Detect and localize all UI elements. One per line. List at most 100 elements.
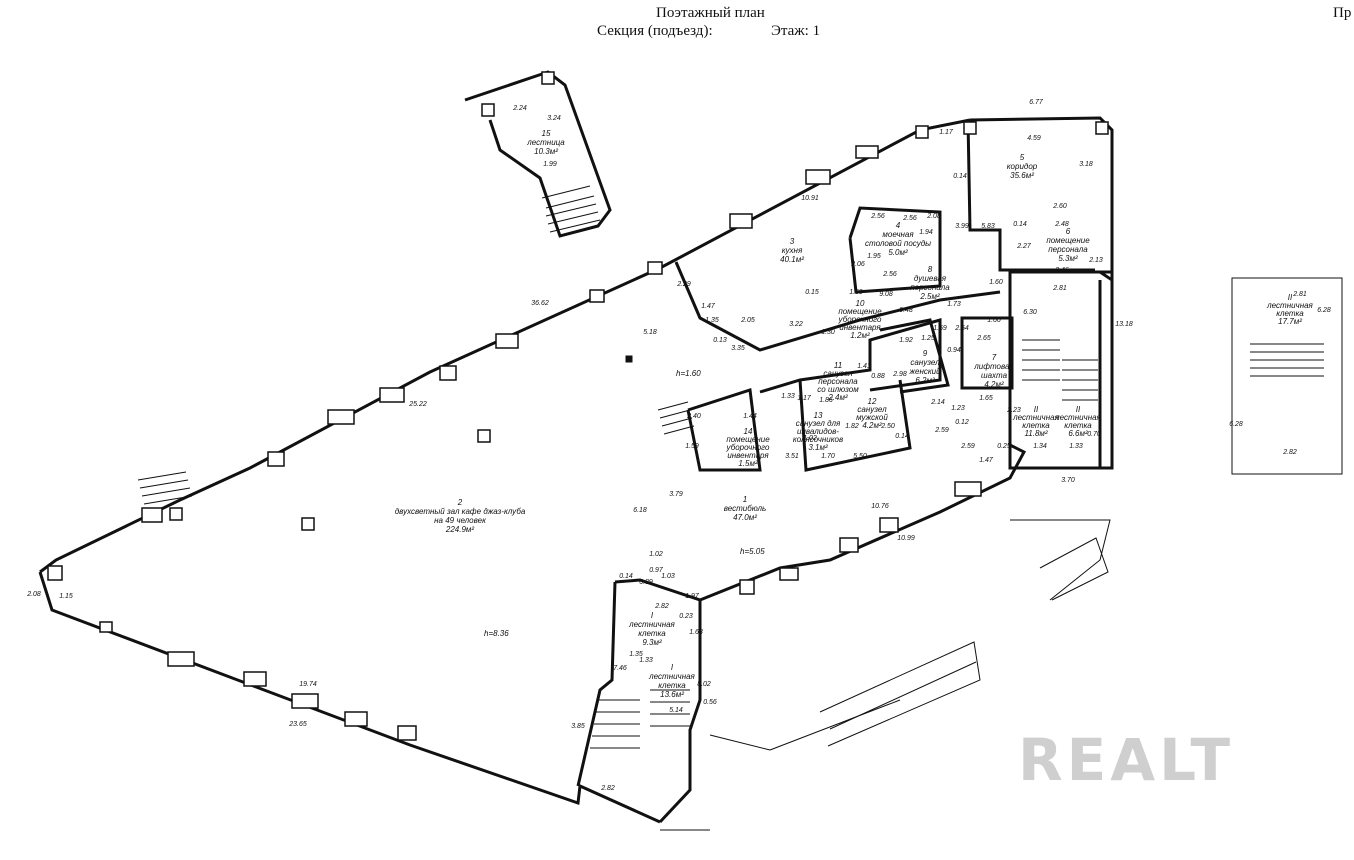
dim-label: 5.18 bbox=[643, 329, 657, 336]
dim-label: 0.94 bbox=[947, 347, 961, 354]
kitchen-wall bbox=[674, 261, 1001, 352]
walls bbox=[38, 70, 1114, 824]
dim-label: 0.70 bbox=[1087, 431, 1101, 438]
dim-label: 1.59 bbox=[933, 325, 947, 332]
dim-label: 1.73 bbox=[947, 301, 961, 308]
dim-label: 2.23 bbox=[1006, 407, 1021, 414]
dim-label: 9.08 bbox=[879, 291, 893, 298]
dim-label: 3.35 bbox=[731, 345, 745, 352]
plan-header: Поэтажный план Секция (подъезд): Этаж: 1… bbox=[0, 0, 1354, 44]
dim-label: 1.60 bbox=[989, 279, 1003, 286]
dim-label: 1.95 bbox=[867, 253, 881, 260]
dim-label: 1.17 bbox=[797, 395, 812, 402]
dim-label: 3.18 bbox=[1079, 161, 1093, 168]
far-right-stair-outline bbox=[1231, 277, 1343, 475]
dim-label: 2.59 bbox=[960, 443, 975, 450]
dim-label: 1.59 bbox=[685, 443, 699, 450]
dim-label: 0.25 bbox=[997, 443, 1011, 450]
dim-label: 1.99 bbox=[543, 161, 557, 168]
dim-label: 1.41 bbox=[857, 363, 871, 370]
dim-label: 2.56 bbox=[870, 213, 885, 220]
dim-label: 1.35 bbox=[629, 651, 643, 658]
dim-label: 1.33 bbox=[1069, 443, 1083, 450]
dim-label: 1.17 bbox=[939, 129, 954, 136]
stair-block-right bbox=[1008, 270, 1114, 470]
dim-label: 2.06 bbox=[850, 261, 865, 268]
dim-label: 2.82 bbox=[600, 785, 615, 792]
dim-label: 1.03 bbox=[661, 573, 675, 580]
dim-label: 2.59 bbox=[934, 427, 949, 434]
dim-label: 8.02 bbox=[697, 681, 711, 688]
dim-label: 1.02 bbox=[649, 551, 663, 558]
dim-label: 1.25 bbox=[921, 335, 935, 342]
dim-label: 6.18 bbox=[633, 507, 647, 514]
bottom-stair-treads bbox=[590, 689, 690, 749]
stair-block-bottom bbox=[614, 578, 702, 824]
women-wc-wall bbox=[879, 318, 950, 394]
dim-label: 0.12 bbox=[955, 419, 969, 426]
dim-label: 6.30 bbox=[1023, 309, 1037, 316]
dim-label: 0.14 bbox=[953, 173, 967, 180]
room14-wall bbox=[686, 388, 762, 472]
dim-label: 1.47 bbox=[701, 303, 716, 310]
dim-label: 0.23 bbox=[679, 613, 693, 620]
watermark: REALT bbox=[1018, 726, 1235, 794]
left-stair-treads bbox=[137, 471, 193, 505]
header-cut-text: Пр bbox=[1333, 5, 1352, 21]
dim-label: 2.24 bbox=[512, 105, 527, 112]
dim-label: 2.08 bbox=[926, 213, 941, 220]
dim-label: 1.02 bbox=[803, 435, 817, 442]
dim-label: 1.59 bbox=[849, 289, 863, 296]
small-stair-treads bbox=[657, 401, 695, 435]
dish-room-wall bbox=[848, 206, 942, 294]
dim-label: 3.99 bbox=[955, 223, 969, 230]
corridor-inner-wall bbox=[966, 119, 1095, 272]
dim-label: 1.60 bbox=[987, 317, 1001, 324]
stair-treads bbox=[137, 185, 1324, 749]
dim-label: 6.28 bbox=[1229, 421, 1243, 428]
dim-label: 3.85 bbox=[571, 723, 585, 730]
entrance-outline bbox=[1010, 519, 1111, 601]
stair-block-bottom-inner bbox=[576, 581, 617, 787]
floor-label: Этаж: 1 bbox=[771, 23, 821, 39]
dim-label: 1.82 bbox=[845, 423, 859, 430]
dim-label: 25.22 bbox=[408, 401, 427, 408]
dim-label: 2.82 bbox=[654, 603, 669, 610]
dim-label: 2.81 bbox=[1052, 285, 1067, 292]
dim-label: 1.68 bbox=[689, 629, 703, 636]
far-right-stair-treads bbox=[1250, 343, 1324, 377]
section-label: Секция (подъезд): bbox=[597, 23, 713, 39]
ramp-outline bbox=[819, 641, 981, 747]
dim-label: 2.54 bbox=[954, 325, 969, 332]
dim-label: 2.08 bbox=[26, 591, 41, 598]
height-vestibule: h=5.05 bbox=[740, 547, 765, 556]
dim-label: 3.70 bbox=[1061, 477, 1075, 484]
dim-label: 3.79 bbox=[669, 491, 683, 498]
dim-label: 0.13 bbox=[713, 337, 727, 344]
ramp-outline-2 bbox=[1039, 537, 1109, 601]
dim-label: 36.62 bbox=[531, 300, 549, 307]
corridor-wall bbox=[969, 116, 1114, 283]
dim-label: 2.40 bbox=[686, 413, 701, 420]
right-stair-treads bbox=[1022, 339, 1098, 401]
lift-shaft-wall bbox=[960, 316, 1014, 390]
dim-label: 1.44 bbox=[743, 413, 757, 420]
dim-label: 19.74 bbox=[299, 681, 317, 688]
dim-label: 2.13 bbox=[1088, 257, 1103, 264]
dim-label: 2.29 bbox=[676, 281, 691, 288]
hall-outer-wall bbox=[38, 571, 661, 824]
dim-label: 1.70 bbox=[821, 453, 835, 460]
